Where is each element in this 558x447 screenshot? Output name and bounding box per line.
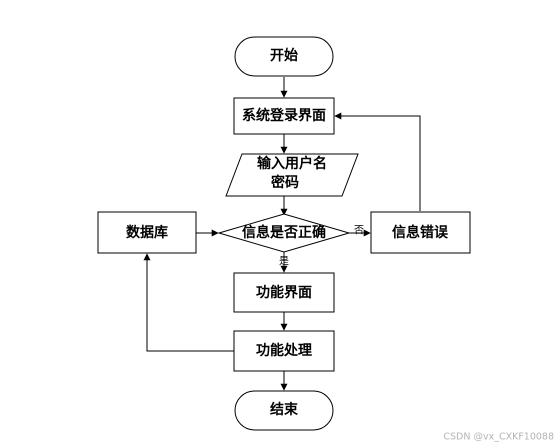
input-node: 输入用户名 密码 bbox=[225, 153, 359, 197]
end-node: 结束 bbox=[234, 390, 334, 431]
processing-node: 功能处理 bbox=[233, 330, 335, 372]
decision-node: 信息是否正确 bbox=[217, 213, 351, 253]
decision-node-label: 信息是否正确 bbox=[242, 224, 326, 241]
start-node: 开始 bbox=[234, 36, 334, 77]
input-node-label-line1: 输入用户名 bbox=[257, 155, 327, 172]
no-branch-label: 否 bbox=[354, 225, 364, 237]
end-node-label: 结束 bbox=[270, 401, 299, 418]
yes-branch-label: 是 bbox=[279, 256, 289, 268]
error-node: 信息错误 bbox=[370, 211, 471, 254]
start-node-label: 开始 bbox=[270, 47, 298, 64]
login-node: 系统登录界面 bbox=[233, 97, 335, 135]
edge-error-to-login bbox=[334, 112, 421, 211]
login-node-label: 系统登录界面 bbox=[242, 107, 326, 124]
edge-processing-to-database bbox=[143, 253, 234, 352]
error-node-label: 信息错误 bbox=[392, 224, 449, 241]
database-node: 数据库 bbox=[97, 211, 197, 254]
edges bbox=[143, 77, 421, 391]
function-ui-node: 功能界面 bbox=[233, 272, 335, 313]
input-node-label-line2: 密码 bbox=[270, 174, 299, 191]
database-node-label: 数据库 bbox=[126, 224, 168, 241]
watermark: CSDN @vx_CXKF10088 bbox=[443, 432, 554, 443]
processing-node-label: 功能处理 bbox=[256, 342, 312, 359]
function-ui-node-label: 功能界面 bbox=[256, 284, 312, 301]
